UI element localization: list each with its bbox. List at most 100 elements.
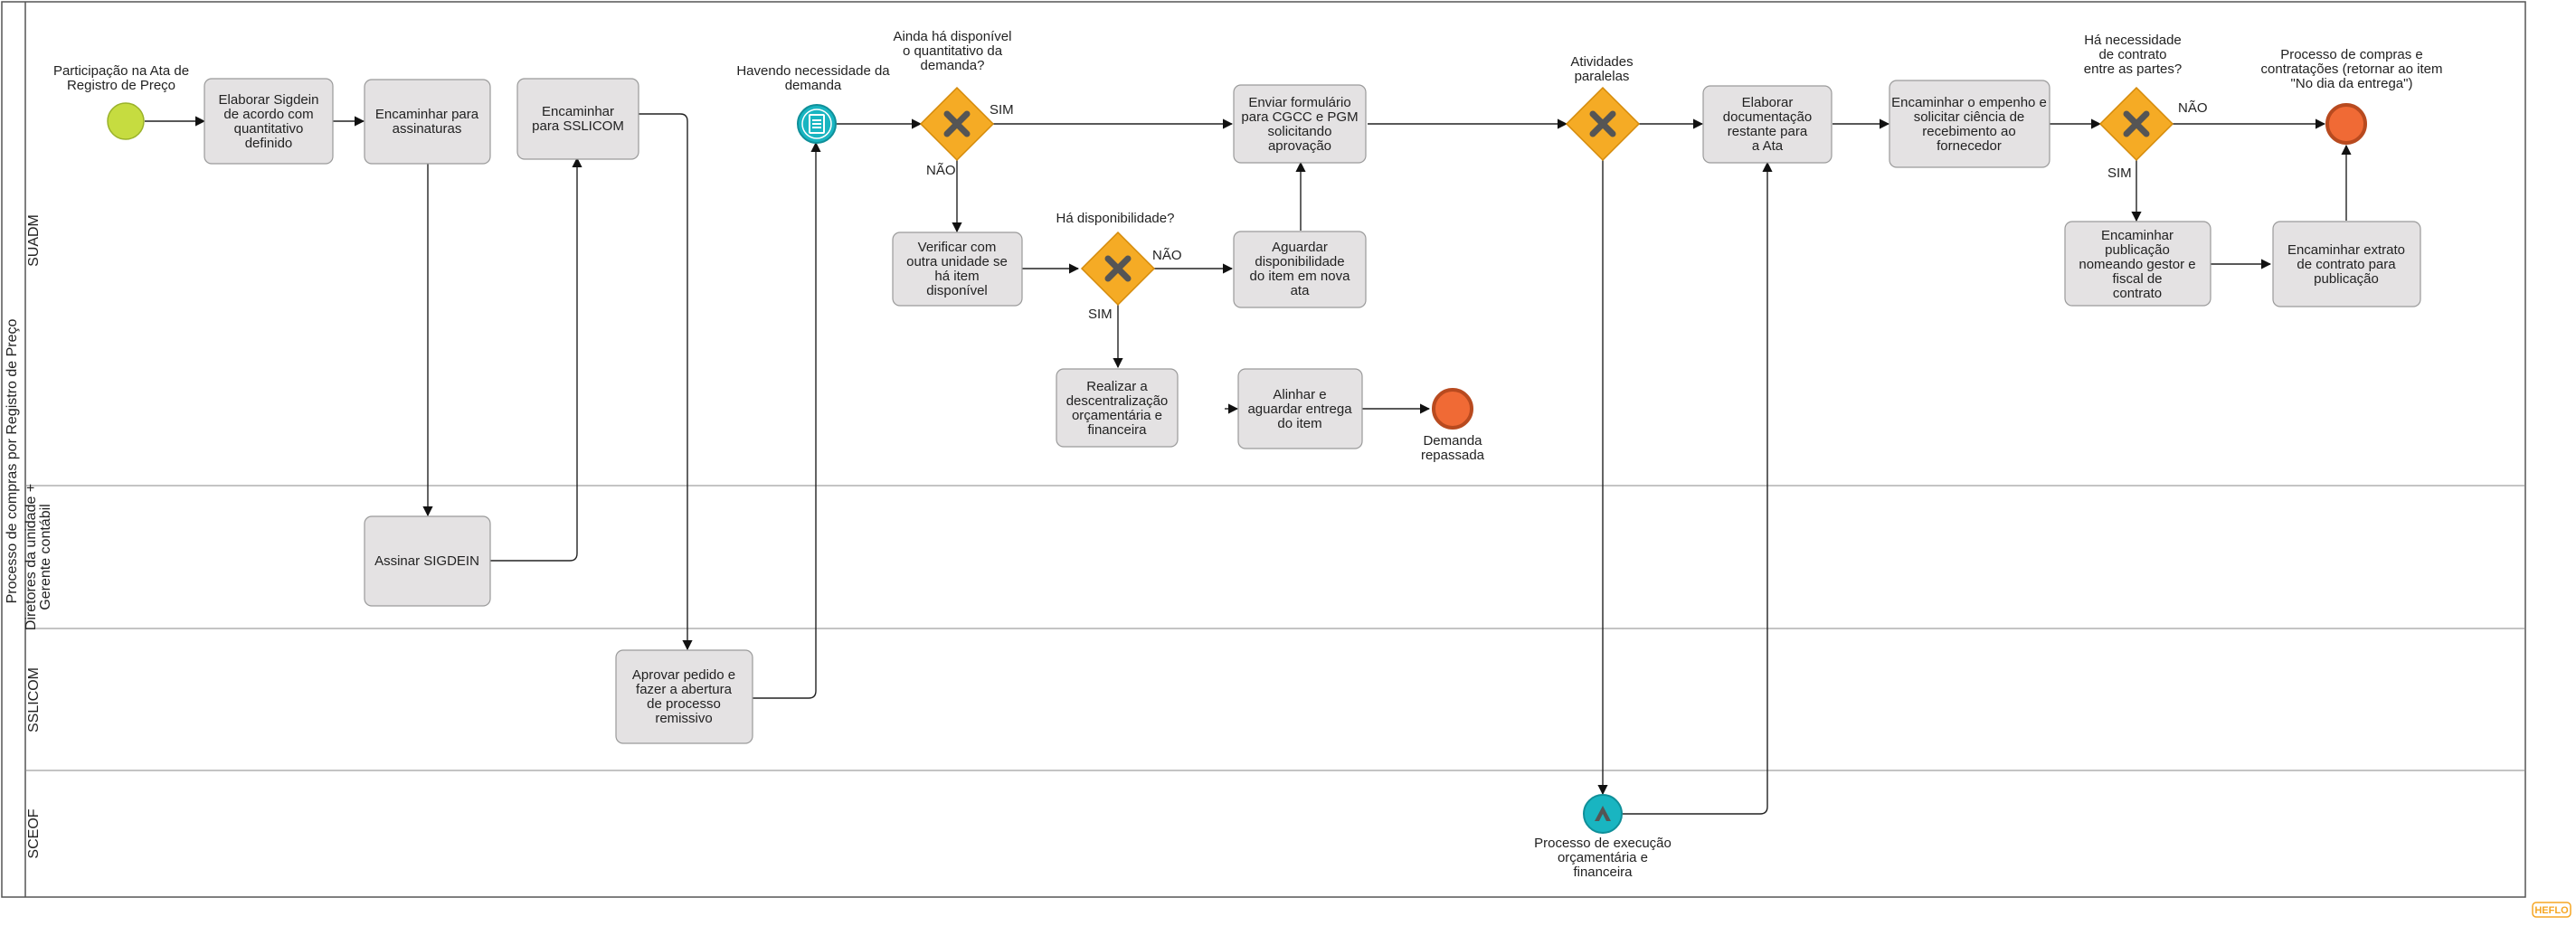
brand-text: HEFLO bbox=[2534, 905, 2569, 916]
text-line: Alinhar e bbox=[1273, 387, 1326, 402]
text-line: disponibilidade bbox=[1255, 254, 1344, 269]
text-line: aprovação bbox=[1268, 138, 1331, 154]
text-line: Encaminhar bbox=[2101, 228, 2174, 243]
gateway-necessidade-contrato[interactable] bbox=[2098, 86, 2174, 162]
text-line: o quantitativo da bbox=[903, 43, 1003, 59]
text-line: Encaminhar para bbox=[375, 107, 479, 122]
link-event[interactable] bbox=[1583, 794, 1623, 834]
text-line: ata bbox=[1291, 283, 1311, 298]
text-line: publicação bbox=[2314, 271, 2379, 287]
document-list-icon bbox=[809, 114, 825, 134]
text-line: financeira bbox=[1087, 422, 1147, 438]
text-line: Gerente contábil bbox=[38, 504, 53, 609]
text-line: solicitar ciência de bbox=[1914, 109, 2025, 125]
text-line: para SSLICOM bbox=[532, 118, 624, 134]
gateway-ainda-ha[interactable] bbox=[919, 86, 995, 162]
message-event[interactable] bbox=[797, 104, 837, 144]
gateway-atividades-paralelas[interactable] bbox=[1565, 86, 1641, 162]
text-line: documentação bbox=[1723, 109, 1812, 125]
text-line: fiscal de bbox=[2112, 271, 2162, 287]
flow bbox=[490, 156, 582, 562]
text-line: Verificar com bbox=[918, 240, 997, 255]
flow-label-nao: NÃO bbox=[2178, 100, 2208, 116]
text-line: Elaborar Sigdein bbox=[219, 92, 319, 108]
text-line: financeira bbox=[1573, 865, 1633, 880]
chevron-up-icon bbox=[1595, 806, 1611, 821]
text-line: fornecedor bbox=[1937, 138, 2002, 154]
pool-label: Processo de compras por Registro de Preç… bbox=[5, 318, 20, 603]
text-line: paralelas bbox=[1575, 69, 1630, 84]
text-line: Participação na Ata de bbox=[53, 63, 189, 79]
text-line: de contrato para bbox=[2297, 257, 2396, 272]
text-line: Há necessidade bbox=[2084, 33, 2182, 48]
flow-label-nao: NÃO bbox=[1152, 248, 1182, 263]
text-line: solicitando bbox=[1268, 124, 1332, 139]
text-line: orçamentária e bbox=[1558, 850, 1648, 865]
flow-label-sim: SIM bbox=[2107, 165, 2132, 181]
text-line: para CGCC e PGM bbox=[1241, 109, 1358, 125]
gateway-ha-disponibilidade[interactable] bbox=[1080, 231, 1156, 307]
end-event-demanda[interactable] bbox=[1432, 388, 1473, 430]
task-assinar-sigdein[interactable]: Assinar SIGDEIN bbox=[364, 515, 491, 607]
lane-labels: SUADM Diretores da unidade +Gerente cont… bbox=[24, 214, 53, 858]
text-line: Processo de compras e bbox=[2280, 47, 2423, 62]
text-line: Encaminhar bbox=[542, 104, 614, 119]
text-line: definido bbox=[245, 136, 293, 151]
text-line: orçamentária e bbox=[1072, 408, 1162, 423]
flow bbox=[753, 141, 821, 699]
text-line: Havendo necessidade da bbox=[736, 63, 890, 79]
text-line: remissivo bbox=[655, 711, 712, 726]
flow-label-sim: SIM bbox=[990, 102, 1014, 118]
text-line: entre as partes? bbox=[2084, 61, 2182, 77]
text-line: do item em nova bbox=[1250, 269, 1351, 284]
lane-label-diretores: Diretores da unidade +Gerente contábil bbox=[24, 484, 53, 630]
text-line: Aguardar bbox=[1272, 240, 1328, 255]
text-line: restante para bbox=[1728, 124, 1808, 139]
text-line: outra unidade se bbox=[906, 254, 1008, 269]
text-line: Demanda bbox=[1423, 433, 1482, 449]
end-event-processo-compras[interactable] bbox=[2325, 103, 2367, 145]
text-line: demanda? bbox=[921, 58, 985, 73]
text-line: Aprovar pedido e bbox=[632, 667, 735, 683]
lane-label-sceof: SCEOF bbox=[26, 808, 42, 858]
start-event[interactable] bbox=[107, 102, 145, 140]
text-line: recebimento ao bbox=[1922, 124, 2015, 139]
lane-label-suadm: SUADM bbox=[26, 214, 42, 267]
text-line: do item bbox=[1277, 416, 1321, 431]
text-line: de contrato bbox=[2098, 47, 2166, 62]
text-line: de processo bbox=[647, 696, 721, 712]
text-line: Encaminhar o empenho e bbox=[1891, 95, 2047, 110]
x-mark-icon bbox=[1104, 255, 1132, 282]
text-line: assinaturas bbox=[393, 121, 462, 137]
text-line: Enviar formulário bbox=[1248, 95, 1350, 110]
text-line: há item bbox=[934, 269, 979, 284]
text-line: Registro de Preço bbox=[67, 78, 175, 93]
